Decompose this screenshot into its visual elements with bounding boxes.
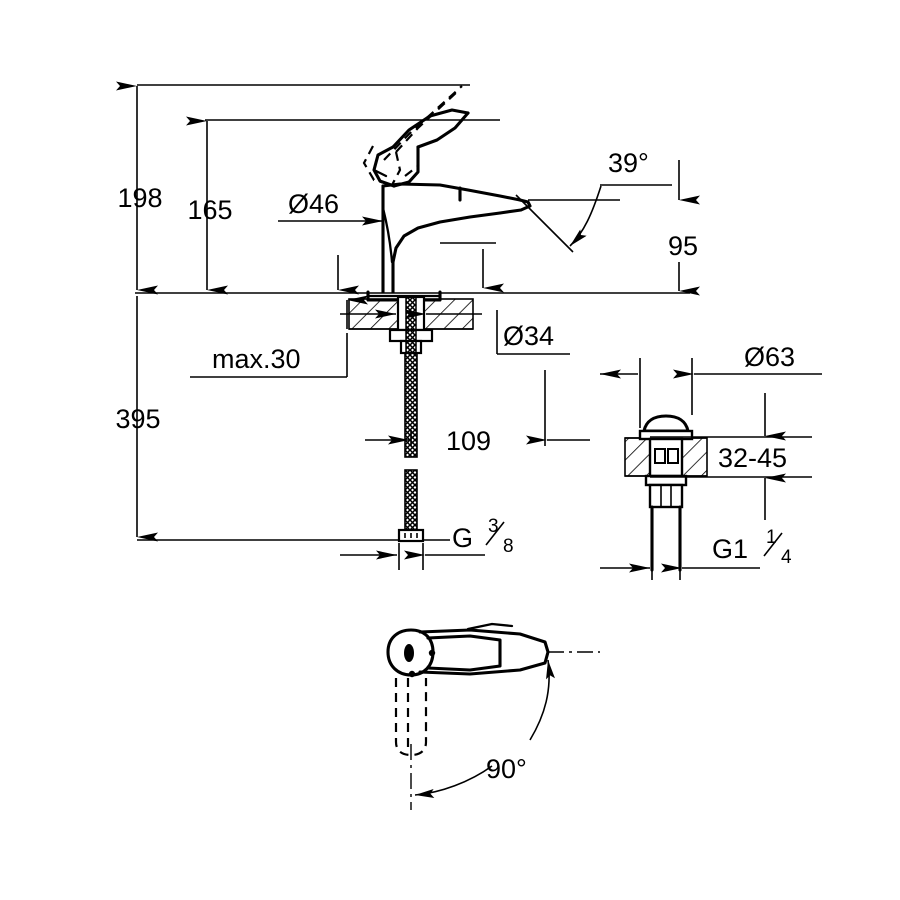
top-view-drawing — [386, 622, 600, 810]
dimension-basin-thickness-label: 32-45 — [718, 443, 787, 473]
callout-waste-thread-prefix: G1 — [712, 534, 748, 564]
dimension-flange-diameter: Ø63 — [600, 342, 822, 379]
waste-assembly-drawing — [624, 358, 708, 572]
callout-waste-thread-numerator: 1 — [766, 527, 777, 548]
dimension-drop-height-label: 395 — [115, 404, 160, 434]
dimension-swivel-angle: 90° — [414, 659, 555, 798]
callout-supply-thread-denominator: 8 — [503, 536, 514, 557]
callout-waste-thread-fraction: 1 4 — [763, 527, 792, 568]
dimension-spout-height: 165 — [186, 116, 233, 295]
callout-supply-thread-prefix: G — [452, 523, 473, 553]
connection-hose — [397, 352, 425, 543]
mixer-body — [381, 182, 522, 294]
dimension-base-diameter-label: Ø34 — [503, 321, 554, 351]
dimension-total-height-label: 198 — [117, 183, 162, 213]
dimension-spout-reach-label: 95 — [668, 231, 698, 261]
handle-raised-phantom — [362, 85, 463, 187]
dimension-hose-length: 109 — [365, 370, 590, 456]
callout-waste-thread-denominator: 4 — [781, 547, 792, 568]
dimension-basin-thickness: 32-45 — [650, 393, 812, 520]
dimension-total-height: 198 — [116, 81, 163, 295]
dimension-spout-height-label: 165 — [187, 195, 232, 225]
dimension-base-diameter: Ø34 — [496, 310, 570, 355]
dimension-body-diameter: Ø46 — [278, 189, 383, 226]
dimension-hose-length-label: 109 — [446, 426, 491, 456]
dimension-drop-height: 395 — [115, 296, 161, 542]
callout-supply-thread-numerator: 3 — [488, 516, 499, 537]
deck-joint-pointers — [337, 242, 504, 319]
dimension-deck-thickness: max.30 — [190, 295, 368, 378]
spout — [381, 198, 532, 294]
dimension-flange-diameter-label: Ø63 — [744, 342, 795, 372]
dimension-spout-reach: 95 — [668, 160, 700, 296]
dimension-swivel-angle-label: 90° — [486, 754, 527, 784]
dimension-deck-thickness-label: max.30 — [212, 344, 301, 374]
dimension-spout-angle-label: 39° — [608, 148, 649, 178]
callout-supply-thread: G 3 8 — [340, 516, 514, 570]
callout-waste-thread: G1 — [600, 534, 760, 580]
faucet-body-drawing — [362, 85, 532, 302]
lever-handle — [372, 108, 470, 188]
dimension-body-diameter-label: Ø46 — [288, 189, 339, 219]
dimension-spout-angle: 39° — [515, 148, 672, 253]
